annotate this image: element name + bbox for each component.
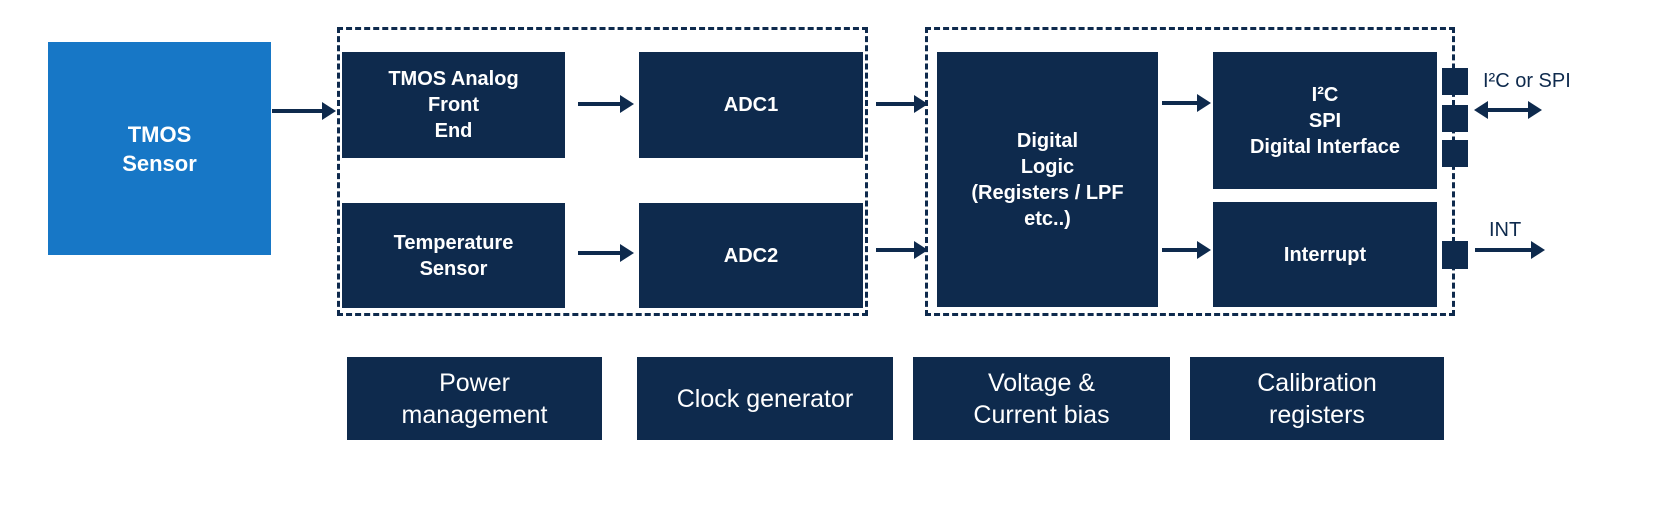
- arrow-adc2-to-digital-logic: [876, 241, 928, 259]
- digital-interface-label: I²C SPI Digital Interface: [1249, 83, 1401, 158]
- clock-generator-label: Clock generator: [676, 384, 854, 413]
- afe-label: TMOS Analog Front End: [388, 68, 519, 142]
- pin-square-2: [1442, 105, 1468, 132]
- digital-logic-box: Digital Logic (Registers / LPF etc..): [937, 52, 1158, 307]
- voltage-current-bias-label: Voltage & Current bias: [973, 368, 1110, 429]
- temperature-sensor-box: Temperature Sensor: [342, 203, 565, 308]
- interrupt-label: Interrupt: [1283, 243, 1367, 266]
- calibration-registers-label: Calibration registers: [1257, 368, 1377, 429]
- pin-square-3: [1442, 140, 1468, 167]
- interrupt-box: Interrupt: [1213, 202, 1437, 307]
- adc2-box: ADC2: [639, 203, 863, 308]
- adc1-label: ADC1: [723, 94, 779, 116]
- digital-interface-box: I²C SPI Digital Interface: [1213, 52, 1437, 189]
- arrow-i2c-spi-bidirectional: [1474, 101, 1542, 119]
- arrow-afe-to-adc1: [578, 95, 634, 113]
- adc1-box: ADC1: [639, 52, 863, 158]
- digital-group-border: [925, 27, 1455, 316]
- digital-logic-label: Digital Logic (Registers / LPF etc..): [971, 129, 1124, 230]
- arrow-temperature-to-adc2: [578, 244, 634, 262]
- power-management-box: Power management: [347, 357, 602, 440]
- power-management-label: Power management: [401, 368, 548, 429]
- voltage-current-bias-box: Voltage & Current bias: [913, 357, 1170, 440]
- afe-box: TMOS Analog Front End: [342, 52, 565, 158]
- calibration-registers-box: Calibration registers: [1190, 357, 1444, 440]
- pin-square-int: [1442, 241, 1468, 269]
- clock-generator-box: Clock generator: [637, 357, 893, 440]
- arrow-digital-logic-to-interrupt: [1162, 241, 1211, 259]
- pin-square-1: [1442, 68, 1468, 95]
- tmos-sensor-label: TMOS Sensor: [122, 121, 197, 176]
- tmos-sensor-box: TMOS Sensor: [48, 42, 271, 255]
- arrow-int-out: [1475, 241, 1545, 259]
- arrow-sensor-to-afe: [272, 102, 336, 120]
- adc2-label: ADC2: [723, 244, 779, 267]
- arrow-adc1-to-digital-logic: [876, 95, 928, 113]
- arrow-digital-logic-to-interface: [1162, 94, 1211, 112]
- analog-group-border: [337, 27, 868, 316]
- temperature-sensor-label: Temperature Sensor: [393, 231, 514, 280]
- i2c-spi-io-label: I²C or SPI: [1483, 70, 1571, 92]
- int-io-label: INT: [1489, 219, 1522, 241]
